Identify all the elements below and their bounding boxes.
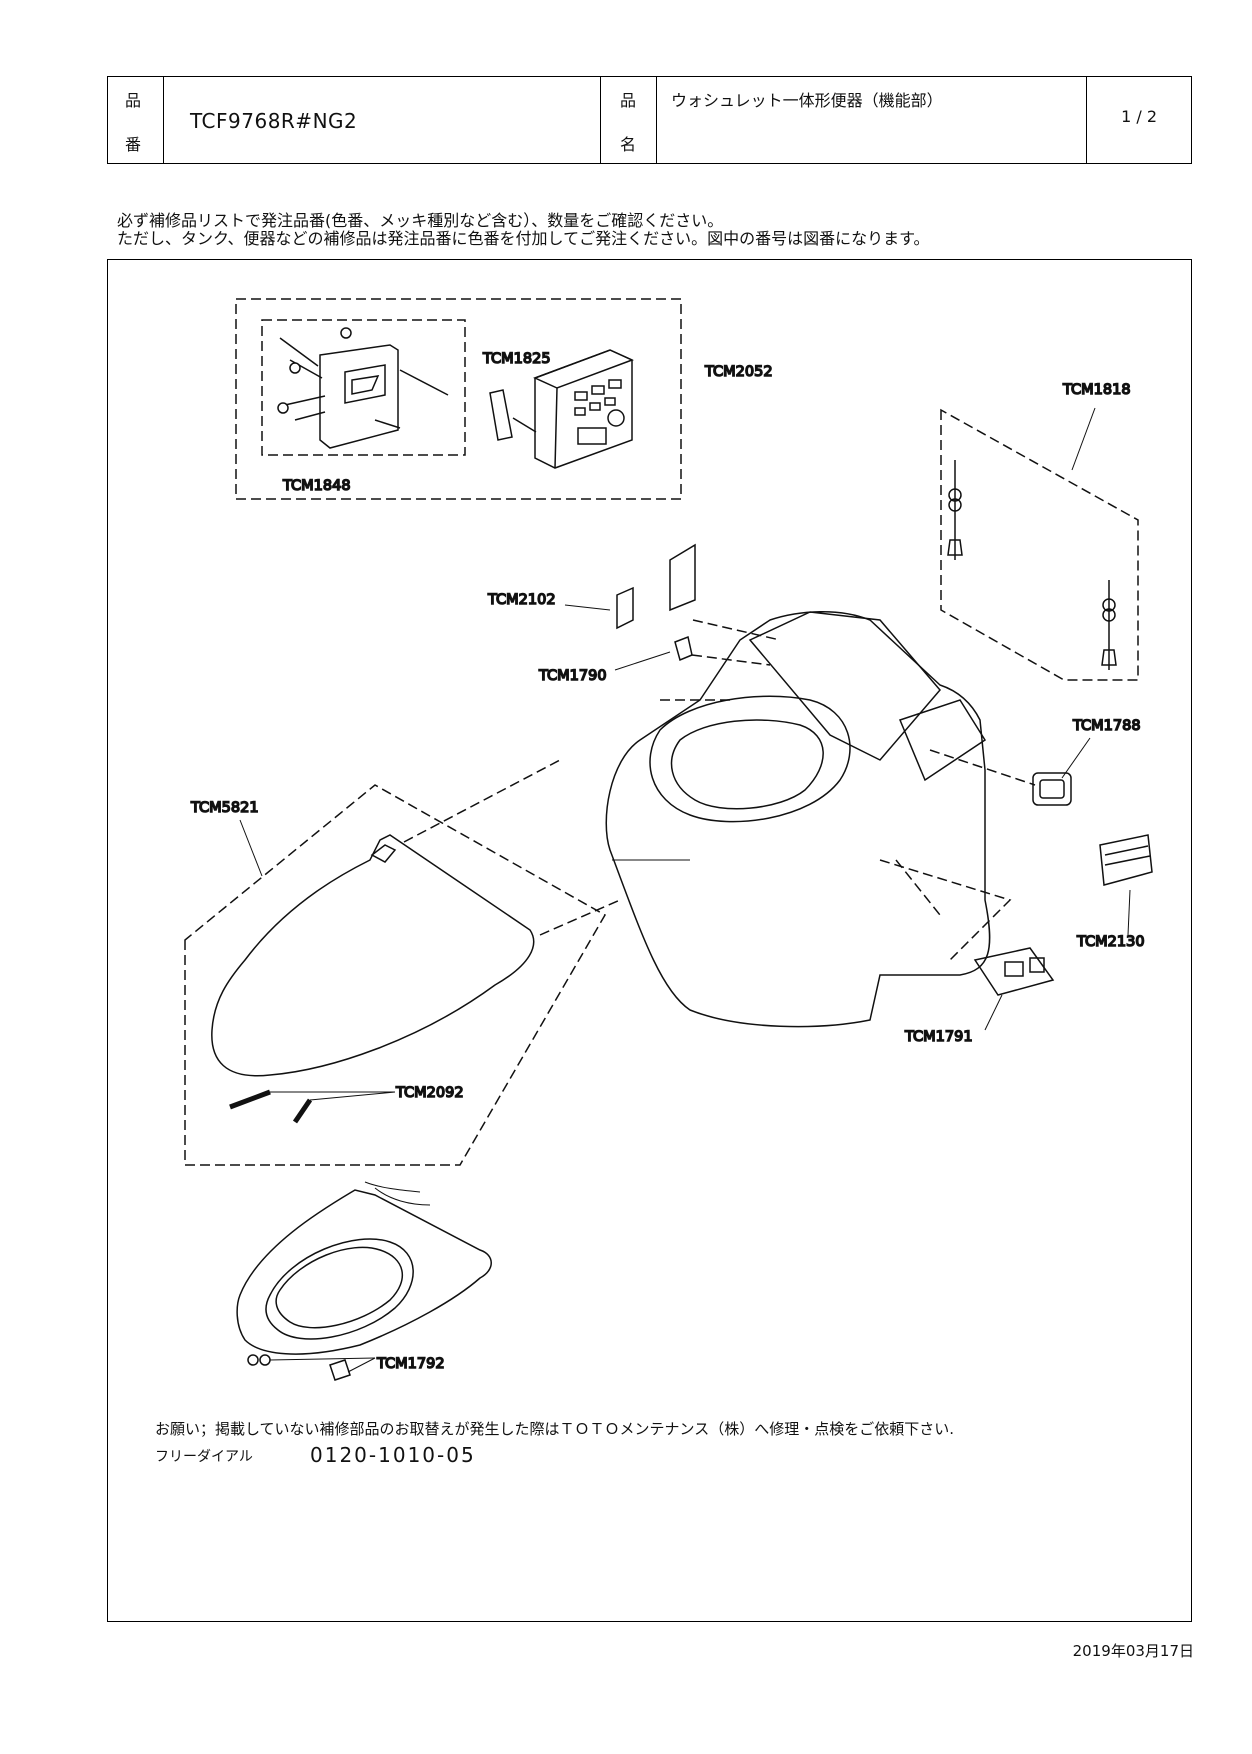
divider — [600, 77, 601, 163]
diagram-frame — [107, 259, 1192, 1622]
phone-number: 0120-1010-05 — [310, 1443, 476, 1467]
grill-part — [1099, 834, 1153, 886]
pin — [674, 635, 693, 662]
part-label-tcm1818: TCM1818 — [1062, 382, 1131, 398]
part-label-tcm2102: TCM2102 — [487, 592, 556, 608]
freedial-label: フリーダイアル — [155, 1449, 253, 1465]
remote-panel-part — [489, 389, 513, 441]
remote-holder-plate — [319, 344, 399, 449]
part-label-tcm1788: TCM1788 — [1072, 718, 1141, 734]
part-label-tcm5821: TCM5821 — [190, 800, 259, 816]
remote-group — [235, 298, 682, 500]
part-label-tcm1825: TCM1825 — [482, 351, 551, 367]
product-name: ウォシュレット一体形便器（機能部） — [671, 91, 943, 110]
toilet-seat — [236, 1189, 492, 1355]
code-label-top: 品 — [125, 91, 142, 110]
bracket-bottom — [973, 947, 1055, 996]
side-parts — [973, 737, 1153, 1031]
part-label-tcm2130: TCM2130 — [1076, 934, 1145, 950]
divider — [656, 77, 657, 163]
notice-line-1: 必ず補修品リストで発注品番(色番、メッキ種別など含む）、数量をご確認ください。 — [117, 211, 724, 230]
sensor-window — [1032, 772, 1072, 806]
lid-group — [184, 759, 621, 1166]
part-label-tcm1791: TCM1791 — [904, 1029, 973, 1045]
bracket-parts — [564, 543, 781, 671]
part-label-tcm1848: TCM1848 — [282, 478, 351, 494]
divider — [163, 77, 164, 163]
header-table: 品 番 TCF9768R#NG2 品 名 ウォシュレット一体形便器（機能部） 1… — [107, 76, 1192, 164]
part-label-tcm2052: TCM2052 — [704, 364, 773, 380]
seat-group — [236, 1181, 492, 1381]
divider — [1086, 77, 1087, 163]
part-label-tcm1792: TCM1792 — [376, 1356, 445, 1372]
small-plate — [616, 586, 634, 630]
repair-request-note: お願い；掲載していない補修部品のお取替えが発生した際はＴＯＴＯメンテナンス（株）… — [155, 1420, 955, 1438]
rear-bolt-group — [940, 407, 1139, 681]
product-code: TCF9768R#NG2 — [190, 109, 358, 133]
bowl-opening — [649, 695, 851, 823]
code-label-bottom: 番 — [125, 135, 142, 154]
document-date: 2019年03月17日 — [1072, 1642, 1194, 1660]
remote-control-body — [534, 349, 633, 469]
toilet-body — [605, 611, 1036, 1028]
name-label-bottom: 名 — [620, 135, 637, 154]
part-label-tcm2092: TCM2092 — [395, 1085, 464, 1101]
name-label-top: 品 — [620, 91, 637, 110]
part-label-tcm1790: TCM1790 — [538, 668, 607, 684]
page-number: 1 / 2 — [1121, 107, 1157, 126]
notice-line-2: ただし、タンク、便器などの補修品は発注品番に色番を付加してご発注ください。図中の… — [117, 229, 930, 248]
toilet-lid — [211, 834, 535, 1077]
bracket-plate — [669, 543, 696, 612]
